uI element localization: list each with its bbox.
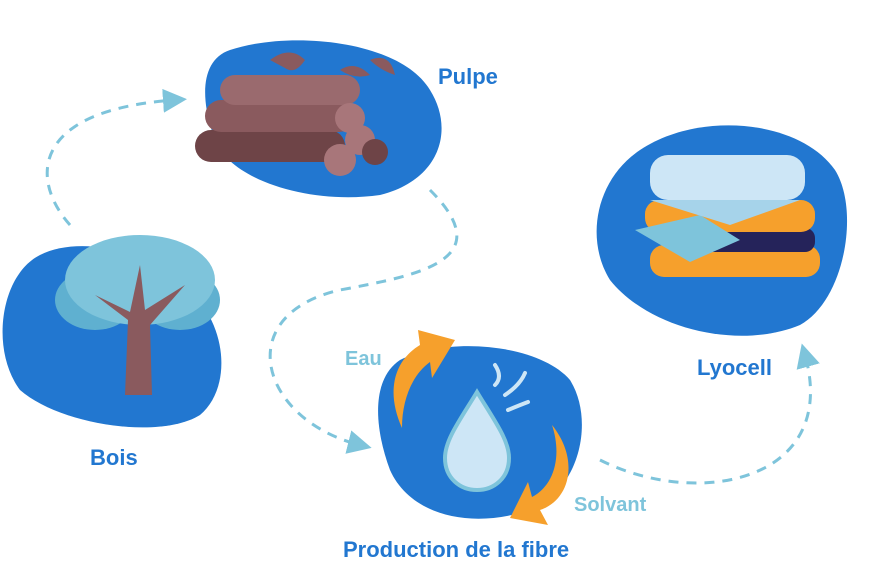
stage-label-wood: Bois (90, 445, 138, 470)
connector-pulp-fiber (268, 188, 459, 454)
input-label-solvent: Solvant (574, 494, 647, 516)
stage-label-pulp: Pulpe (438, 64, 498, 89)
cycle-arrow-top-icon (393, 330, 455, 428)
towels-icon (635, 155, 820, 277)
water-drop-icon (442, 363, 530, 493)
logs-icon (195, 52, 395, 176)
stage-label-lyocell: Lyocell (697, 355, 772, 380)
tree-icon (55, 235, 220, 395)
cycle-arrow-bottom-icon (510, 425, 569, 525)
connector-wood-pulp (45, 88, 187, 226)
connector-fiber-lyocell (599, 343, 820, 485)
input-label-water: Eau (345, 348, 382, 370)
stage-label-fiber: Production de la fibre (343, 537, 570, 562)
